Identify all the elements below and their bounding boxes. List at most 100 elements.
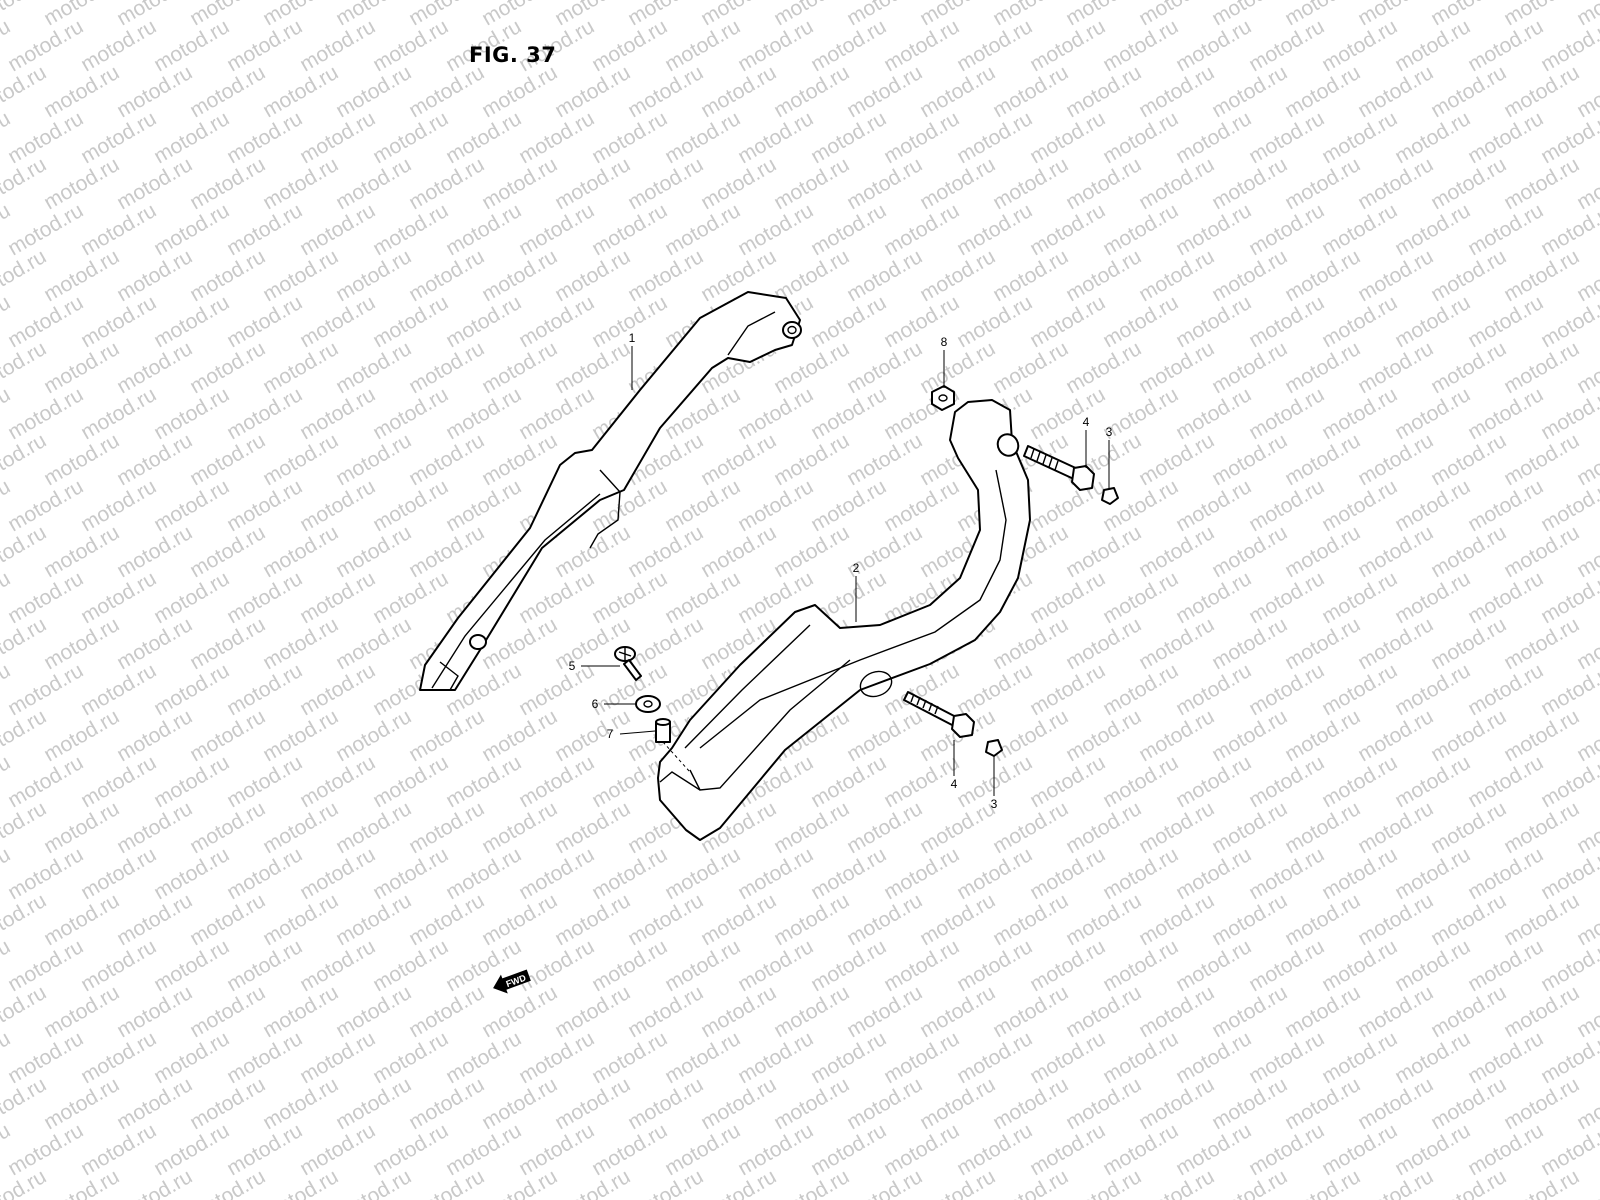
watermark-text: motod.ru xyxy=(1062,889,1145,950)
watermark-text: motod.ru xyxy=(624,613,707,674)
watermark-text: motod.ru xyxy=(1099,567,1182,628)
watermark-text: motod.ru xyxy=(4,199,87,260)
watermark-text: motod.ru xyxy=(1172,475,1255,536)
watermark-text: motod.ru xyxy=(1026,843,1109,904)
watermark-text: motod.ru xyxy=(1245,935,1328,996)
watermark-text: motod.ru xyxy=(1026,567,1109,628)
watermark-text: motod.ru xyxy=(1427,981,1510,1042)
watermark-text: motod.ru xyxy=(223,15,306,76)
watermark-text: motod.ru xyxy=(296,935,379,996)
watermark-text: motod.ru xyxy=(332,889,415,950)
watermark-text: motod.ru xyxy=(807,1027,890,1088)
watermark-text: motod.ru xyxy=(1391,935,1474,996)
watermark-text: motod.ru xyxy=(296,567,379,628)
watermark-text: motod.ru xyxy=(1026,1027,1109,1088)
watermark-text: motod.ru xyxy=(770,889,853,950)
watermark-text: motod.ru xyxy=(1135,61,1218,122)
watermark-text: motod.ru xyxy=(734,843,817,904)
watermark-text: motod.ru xyxy=(442,1119,525,1180)
watermark-text: motod.ru xyxy=(1500,521,1583,582)
part-3-cap-upper xyxy=(1101,487,1119,505)
watermark-text: motod.ru xyxy=(150,567,233,628)
watermark-text: motod.ru xyxy=(843,981,926,1042)
watermark-text: motod.ru xyxy=(843,1073,926,1134)
watermark-text: motod.ru xyxy=(4,475,87,536)
watermark-text: motod.ru xyxy=(40,245,123,306)
watermark-text: motod.ru xyxy=(1172,1119,1255,1180)
watermark-text: motod.ru xyxy=(1391,199,1474,260)
watermark-text: motod.ru xyxy=(624,153,707,214)
watermark-text: motod.ru xyxy=(223,383,306,444)
watermark-text: motod.ru xyxy=(1172,1027,1255,1088)
watermark-text: motod.ru xyxy=(697,889,780,950)
watermark-text: motod.ru xyxy=(1099,843,1182,904)
watermark-text: motod.ru xyxy=(1172,751,1255,812)
watermark-text: motod.ru xyxy=(296,659,379,720)
watermark-text: motod.ru xyxy=(296,107,379,168)
watermark-text: motod.ru xyxy=(807,1119,890,1180)
watermark-text: motod.ru xyxy=(1026,291,1109,352)
watermark-text: motod.ru xyxy=(77,475,160,536)
watermark-text: motod.ru xyxy=(661,843,744,904)
watermark-text: motod.ru xyxy=(1354,981,1437,1042)
watermark-text: motod.ru xyxy=(223,291,306,352)
watermark-text: motod.ru xyxy=(1172,15,1255,76)
watermark-text: motod.ru xyxy=(1318,15,1401,76)
watermark-text: motod.ru xyxy=(40,613,123,674)
watermark-text: motod.ru xyxy=(296,843,379,904)
watermark-text: motod.ru xyxy=(113,429,196,490)
watermark-text: motod.ru xyxy=(40,889,123,950)
watermark-text: motod.ru xyxy=(478,889,561,950)
watermark-text: motod.ru xyxy=(989,889,1072,950)
watermark-text: motod.ru xyxy=(624,61,707,122)
watermark-text: motod.ru xyxy=(259,1073,342,1134)
watermark-text: motod.ru xyxy=(77,15,160,76)
watermark-text: motod.ru xyxy=(1464,935,1547,996)
watermark-text: motod.ru xyxy=(1245,659,1328,720)
watermark-text: motod.ru xyxy=(1281,797,1364,858)
watermark-text: motod.ru xyxy=(1062,797,1145,858)
watermark-text: motod.ru xyxy=(40,521,123,582)
callout-4-upper: 4 xyxy=(1083,415,1090,429)
watermark-text: motod.ru xyxy=(113,889,196,950)
watermark-text: motod.ru xyxy=(661,1119,744,1180)
watermark-text: motod.ru xyxy=(880,1027,963,1088)
watermark-text: motod.ru xyxy=(1172,291,1255,352)
watermark-text: motod.ru xyxy=(551,337,634,398)
watermark-text: motod.ru xyxy=(1464,567,1547,628)
watermark-text: motod.ru xyxy=(989,613,1072,674)
callout-7: 7 xyxy=(607,727,614,741)
part-2-right-rail xyxy=(657,399,1031,841)
watermark-text: motod.ru xyxy=(1026,107,1109,168)
watermark-text: motod.ru xyxy=(4,1119,87,1180)
watermark-text: motod.ru xyxy=(1500,613,1583,674)
watermark-text: motod.ru xyxy=(843,61,926,122)
watermark-text: motod.ru xyxy=(661,199,744,260)
watermark-text: motod.ru xyxy=(77,1027,160,1088)
watermark-text: motod.ru xyxy=(807,843,890,904)
watermark-text: motod.ru xyxy=(0,889,50,950)
watermark-text: motod.ru xyxy=(150,935,233,996)
watermark-text: motod.ru xyxy=(1026,659,1109,720)
watermark-text: motod.ru xyxy=(515,199,598,260)
watermark-text: motod.ru xyxy=(588,843,671,904)
watermark-text: motod.ru xyxy=(588,199,671,260)
callout-2: 2 xyxy=(853,561,860,575)
watermark-text: motod.ru xyxy=(1062,705,1145,766)
watermark-text: motod.ru xyxy=(1281,613,1364,674)
watermark-text: motod.ru xyxy=(369,15,452,76)
watermark-text: motod.ru xyxy=(478,429,561,490)
watermark-text: motod.ru xyxy=(0,245,50,306)
watermark-text: motod.ru xyxy=(1318,383,1401,444)
watermark-text: motod.ru xyxy=(843,153,926,214)
watermark-text: motod.ru xyxy=(1391,1027,1474,1088)
watermark-text: motod.ru xyxy=(186,1073,269,1134)
watermark-text: motod.ru xyxy=(1318,843,1401,904)
watermark-text: motod.ru xyxy=(843,889,926,950)
watermark-text: motod.ru xyxy=(1318,107,1401,168)
watermark-text: motod.ru xyxy=(259,797,342,858)
part-8-nut xyxy=(931,385,955,411)
watermark-text: motod.ru xyxy=(1354,153,1437,214)
watermark-text: motod.ru xyxy=(515,935,598,996)
